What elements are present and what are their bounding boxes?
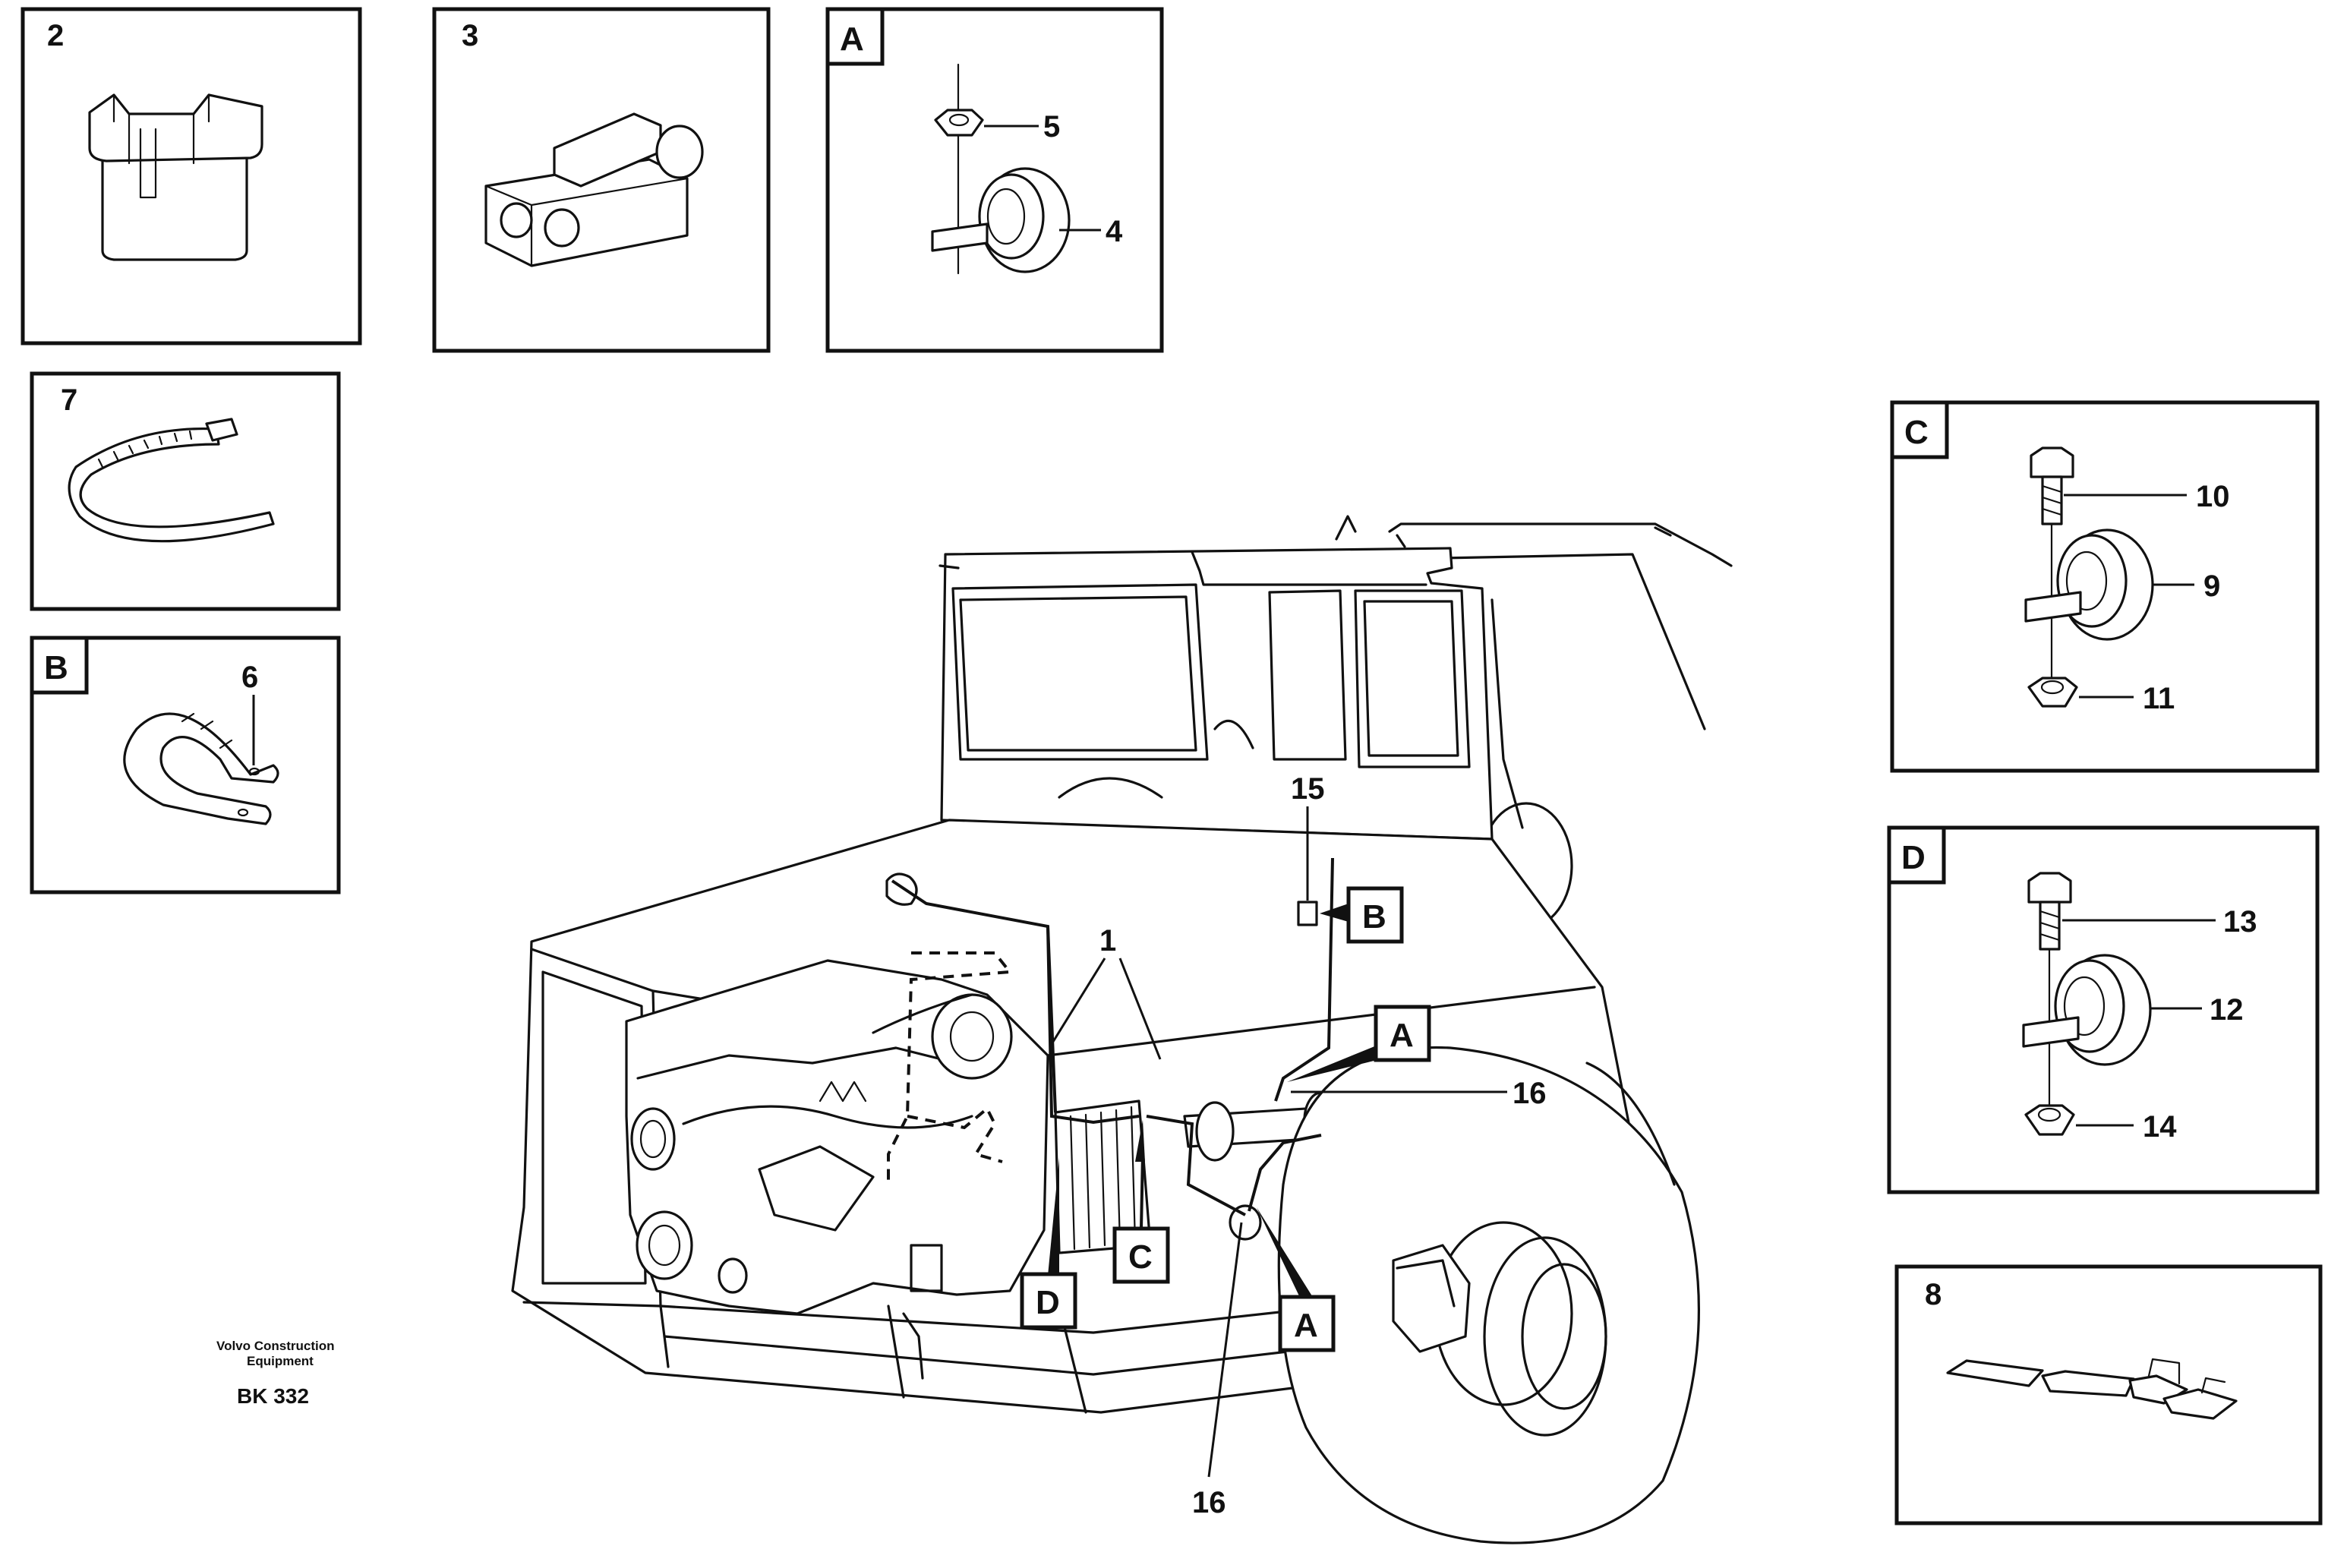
tag-a-lower-box bbox=[1278, 1295, 1336, 1352]
pointer-a-lower bbox=[1257, 1207, 1314, 1302]
panel-a: A 5 4 bbox=[825, 7, 1164, 353]
panel-b: B 6 bbox=[30, 636, 341, 894]
pointer-c bbox=[1135, 1120, 1145, 1162]
pointer-a-upper bbox=[1287, 1040, 1390, 1082]
cab bbox=[938, 515, 1524, 841]
panel-c-label: C bbox=[1904, 414, 1929, 451]
callout-15: 15 bbox=[1291, 772, 1325, 806]
pointer-d bbox=[1048, 1158, 1059, 1276]
maker-line-2: Equipment bbox=[247, 1354, 314, 1368]
tag-a-lower: A bbox=[1294, 1307, 1318, 1344]
callout-16-lower: 16 bbox=[1192, 1486, 1226, 1519]
main-callouts: 1 15 B A 16 C D A 16 bbox=[1020, 772, 1547, 1519]
tag-c: C bbox=[1128, 1238, 1153, 1276]
machine-illustration bbox=[511, 515, 1733, 1544]
panel-d: D 13 12 14 bbox=[1887, 825, 2320, 1194]
tag-a-upper-box bbox=[1374, 1005, 1431, 1062]
panel-b-label: B bbox=[44, 649, 68, 686]
cable-tie-part bbox=[68, 418, 275, 543]
panel-a-label: A bbox=[840, 21, 864, 58]
clip-15 bbox=[1297, 901, 1318, 926]
engine-block bbox=[625, 959, 1049, 1315]
clamp-a-part bbox=[931, 63, 1071, 275]
leader-16-lower bbox=[1207, 1222, 1243, 1478]
panel-8-label: 8 bbox=[1925, 1278, 1942, 1311]
tag-c-box bbox=[1112, 1226, 1170, 1284]
clamp-d-part bbox=[2022, 872, 2152, 1136]
callout-9: 9 bbox=[2203, 569, 2220, 603]
callout-5: 5 bbox=[1043, 110, 1060, 144]
tag-b: B bbox=[1362, 898, 1386, 935]
callout-11: 11 bbox=[2143, 682, 2175, 715]
panel-d-label: D bbox=[1901, 839, 1926, 876]
pointer-b bbox=[1320, 904, 1349, 922]
strip-connector-part bbox=[1946, 1358, 2238, 1420]
tag-d: D bbox=[1036, 1284, 1060, 1321]
panel-3: 3 bbox=[432, 7, 771, 353]
callout-14: 14 bbox=[2143, 1110, 2177, 1144]
leader-c bbox=[1140, 1153, 1144, 1229]
callout-1: 1 bbox=[1099, 924, 1116, 958]
panel-8: 8 bbox=[1894, 1264, 2323, 1525]
callout-6: 6 bbox=[241, 661, 258, 694]
callout-12: 12 bbox=[2210, 993, 2244, 1027]
tag-a-upper: A bbox=[1390, 1017, 1414, 1054]
callout-4: 4 bbox=[1106, 215, 1123, 248]
panel-2-label: 2 bbox=[47, 19, 64, 52]
tag-d-box bbox=[1020, 1272, 1077, 1330]
panel-7: 7 bbox=[30, 371, 341, 611]
clamp-b-part bbox=[123, 712, 279, 825]
panel-c: C 10 9 11 bbox=[1890, 400, 2320, 773]
connector-part bbox=[484, 112, 704, 267]
leader-1b bbox=[1118, 958, 1162, 1060]
wiring-harness bbox=[885, 857, 1334, 1216]
footer: Volvo Construction Equipment BK 332 bbox=[216, 1339, 335, 1408]
callout-10: 10 bbox=[2196, 480, 2230, 513]
maker-line-1: Volvo Construction bbox=[216, 1339, 335, 1353]
callout-16-upper: 16 bbox=[1513, 1077, 1547, 1110]
leader-1a bbox=[1050, 958, 1106, 1045]
clamp-c-part bbox=[2024, 446, 2154, 708]
drawing-code: BK 332 bbox=[237, 1384, 309, 1408]
tag-b-box bbox=[1346, 886, 1404, 944]
front-wheel bbox=[1229, 1046, 1700, 1544]
relay-part bbox=[88, 93, 263, 261]
panel-7-label: 7 bbox=[61, 383, 77, 417]
callout-13: 13 bbox=[2223, 905, 2257, 939]
panel-2: 2 bbox=[21, 7, 362, 345]
panel-3-label: 3 bbox=[462, 19, 478, 52]
